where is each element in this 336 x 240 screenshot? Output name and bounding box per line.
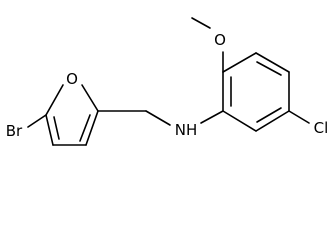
methoxy-oxygen-label: O [214, 31, 226, 49]
bond-b4-b5 [255, 52, 290, 73]
bond-n-c1 [200, 110, 224, 124]
bromine-label: Br [6, 122, 23, 140]
benzene-ring [222, 52, 290, 132]
bond-o1-c2 [81, 84, 99, 112]
bond-c5-br [27, 114, 47, 128]
chlorine-label: Cl [314, 119, 329, 137]
bond-b2-b3 [255, 110, 290, 132]
bond-b3-cl [288, 110, 310, 124]
bond-c4-c5-inner [53, 116, 60, 140]
chemical-structure: Br O NH O Cl [6, 17, 329, 146]
bond-b2-b3-inner [256, 107, 282, 123]
bond-b5-b6 [222, 52, 257, 73]
bond-b4-b5-inner [256, 61, 282, 76]
furan-oxygen-label: O [66, 70, 78, 88]
bond-c2-c3-inner [79, 114, 91, 142]
amine-label: NH [175, 121, 198, 139]
bond-c2-c3 [85, 110, 99, 146]
bond-ch2-n [145, 110, 171, 126]
bond-c4-c5 [45, 114, 54, 146]
furan-ring [45, 84, 99, 146]
bond-o-ch3 [191, 17, 211, 29]
bond-b1-b2 [222, 110, 257, 132]
bond-c5-o1 [45, 84, 64, 116]
